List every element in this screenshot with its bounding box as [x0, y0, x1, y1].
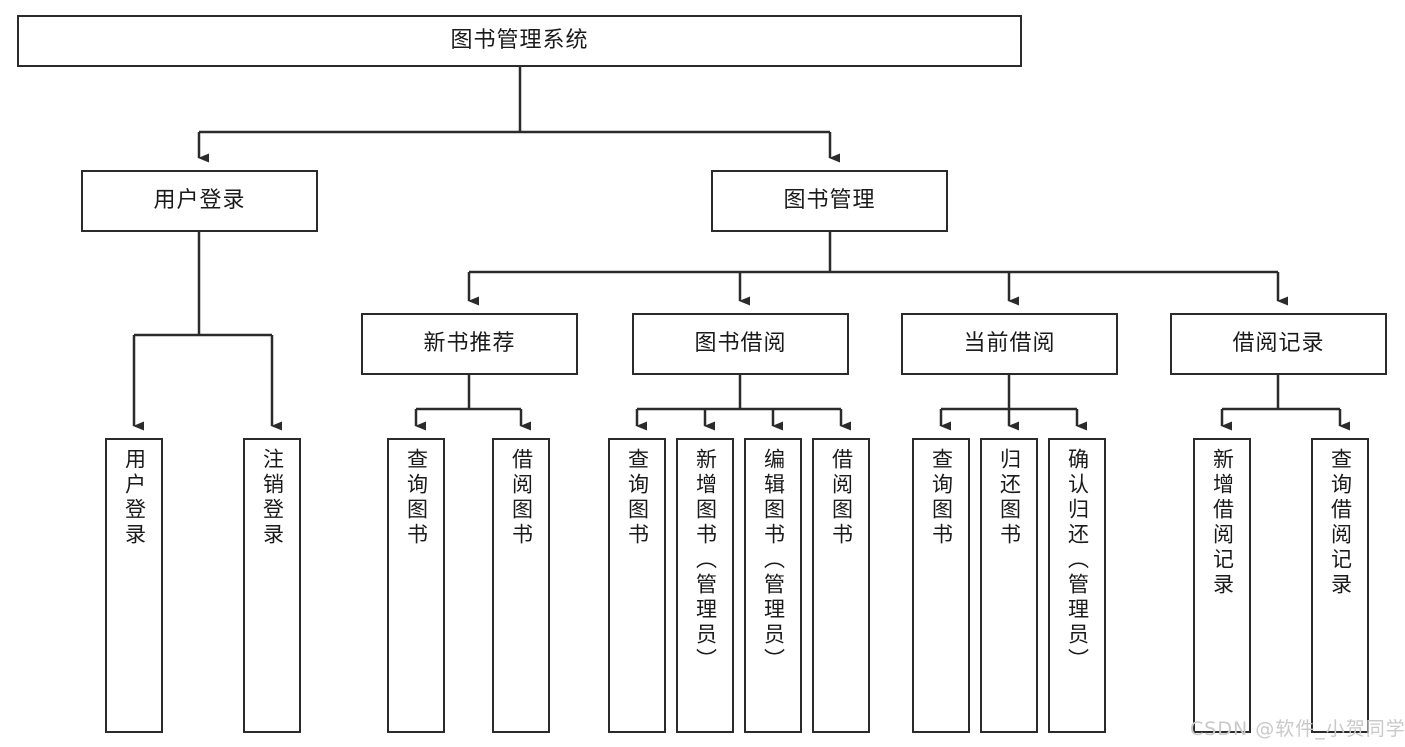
watermark-text: CSDN @软件_小贺同学	[1190, 718, 1405, 740]
node-root[interactable]: 图书管理系统	[17, 15, 1022, 67]
node-book-borrow[interactable]: 图书借阅	[632, 313, 849, 375]
node-leaf-add-record-label: 新增借阅记录	[1210, 448, 1235, 598]
node-leaf-return-book[interactable]: 归还图书	[980, 438, 1038, 733]
node-leaf-add-book-label: 新增图书（管理员）	[693, 448, 718, 673]
node-leaf-query-record-label: 查询借阅记录	[1328, 448, 1353, 598]
node-leaf-borrow-book-2-label: 借阅图书	[829, 448, 854, 548]
node-new-book-recommend-label: 新书推荐	[423, 331, 516, 357]
node-user-login[interactable]: 用户登录	[81, 170, 318, 232]
node-leaf-query-book-1[interactable]: 查询图书	[387, 438, 445, 733]
node-leaf-query-record[interactable]: 查询借阅记录	[1311, 438, 1369, 733]
node-leaf-logout-login[interactable]: 注销登录	[243, 438, 301, 733]
node-leaf-add-record[interactable]: 新增借阅记录	[1193, 438, 1251, 733]
node-user-login-label: 用户登录	[153, 188, 246, 214]
node-leaf-edit-book-label: 编辑图书（管理员）	[761, 448, 786, 673]
node-leaf-edit-book[interactable]: 编辑图书（管理员）	[744, 438, 802, 733]
node-book-manage[interactable]: 图书管理	[711, 170, 948, 232]
node-leaf-confirm-return-label: 确认归还（管理员）	[1065, 448, 1090, 673]
node-leaf-confirm-return[interactable]: 确认归还（管理员）	[1048, 438, 1106, 733]
node-root-label: 图书管理系统	[450, 28, 589, 54]
node-leaf-query-book-3-label: 查询图书	[929, 448, 954, 548]
node-leaf-borrow-book-2[interactable]: 借阅图书	[812, 438, 870, 733]
node-leaf-query-book-2-label: 查询图书	[625, 448, 650, 548]
node-leaf-query-book-1-label: 查询图书	[404, 448, 429, 548]
node-leaf-query-book-3[interactable]: 查询图书	[912, 438, 970, 733]
node-leaf-query-book-2[interactable]: 查询图书	[608, 438, 666, 733]
node-leaf-user-login-label: 用户登录	[122, 448, 147, 548]
node-current-borrow-label: 当前借阅	[963, 331, 1056, 357]
node-leaf-logout-login-label: 注销登录	[260, 448, 285, 548]
node-book-manage-label: 图书管理	[783, 188, 876, 214]
node-leaf-return-book-label: 归还图书	[997, 448, 1022, 548]
node-leaf-borrow-book-1-label: 借阅图书	[509, 448, 534, 548]
node-current-borrow[interactable]: 当前借阅	[901, 313, 1118, 375]
node-leaf-user-login[interactable]: 用户登录	[105, 438, 163, 733]
node-leaf-borrow-book-1[interactable]: 借阅图书	[492, 438, 550, 733]
node-new-book-recommend[interactable]: 新书推荐	[361, 313, 578, 375]
node-leaf-add-book[interactable]: 新增图书（管理员）	[676, 438, 734, 733]
node-borrow-record-label: 借阅记录	[1232, 331, 1325, 357]
node-borrow-record[interactable]: 借阅记录	[1170, 313, 1387, 375]
node-book-borrow-label: 图书借阅	[694, 331, 787, 357]
